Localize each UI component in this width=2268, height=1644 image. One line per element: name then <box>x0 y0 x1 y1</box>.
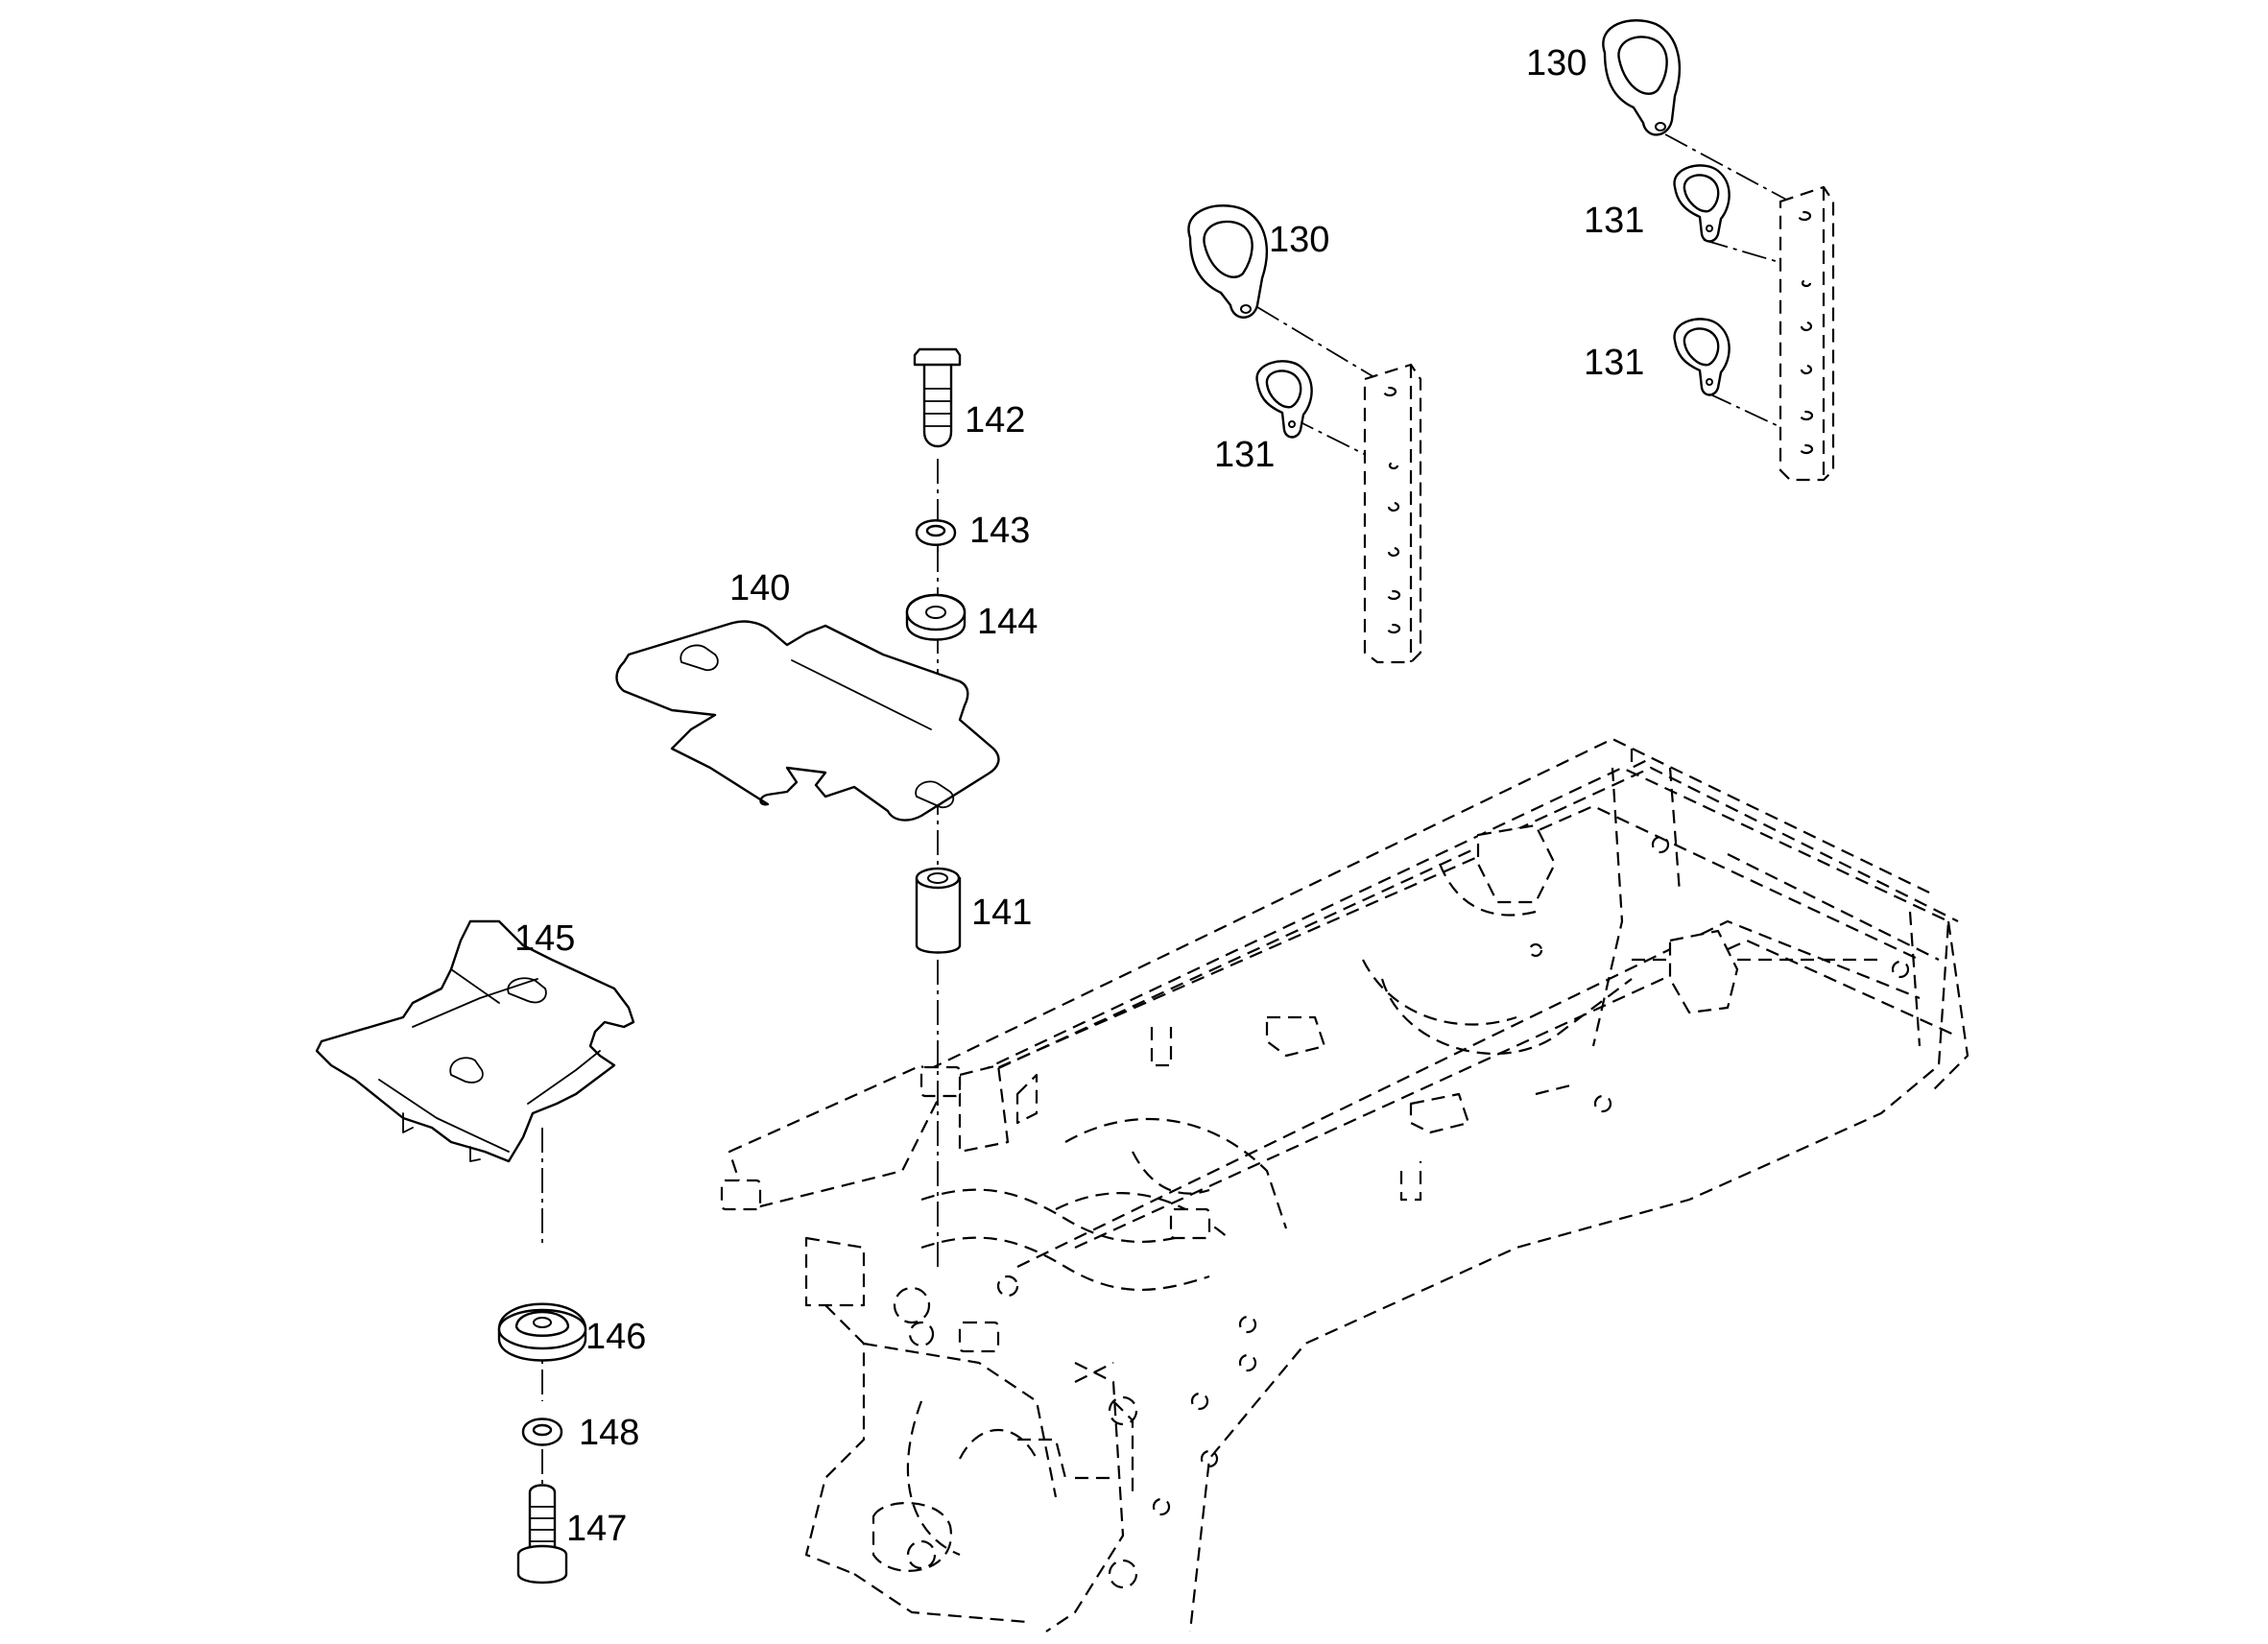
clamp-130-left <box>1187 204 1269 319</box>
callout-130-left: 130 <box>1269 220 1329 260</box>
callout-144: 144 <box>977 602 1038 642</box>
bolt-147 <box>516 1484 568 1584</box>
clamp-131-left <box>1255 360 1313 439</box>
spacer-141 <box>915 867 962 954</box>
callout-142: 142 <box>965 400 1025 441</box>
clamp-131-right-upper <box>1673 164 1731 243</box>
plate-140 <box>615 620 1000 822</box>
callout-131-left: 131 <box>1214 435 1275 475</box>
clamp-130-right <box>1602 19 1682 136</box>
flat-washer-144 <box>905 593 967 641</box>
callout-130-right: 130 <box>1526 43 1587 83</box>
washer-148 <box>521 1418 563 1446</box>
callout-140: 140 <box>729 568 790 608</box>
bolt-142 <box>913 347 962 448</box>
skid-plate-145 <box>315 919 635 1163</box>
callout-145: 145 <box>514 918 575 959</box>
vehicle-frame <box>720 737 1970 1632</box>
mount-146 <box>497 1302 587 1362</box>
clamp-131-right-lower <box>1673 318 1731 396</box>
callout-147: 147 <box>566 1509 627 1549</box>
callout-131-right-lower: 131 <box>1584 343 1644 383</box>
callout-146: 146 <box>585 1317 646 1357</box>
callout-148: 148 <box>579 1413 639 1453</box>
callout-131-right-upper: 131 <box>1584 201 1644 241</box>
mounting-strip-left <box>1363 363 1422 664</box>
callout-labels: 130 130 131 131 131 140 141 142 143 144 … <box>514 43 1644 1549</box>
callout-143: 143 <box>969 511 1030 551</box>
mounting-strip-right <box>1779 185 1835 482</box>
lock-washer-143 <box>915 519 957 546</box>
callout-141: 141 <box>971 893 1032 933</box>
